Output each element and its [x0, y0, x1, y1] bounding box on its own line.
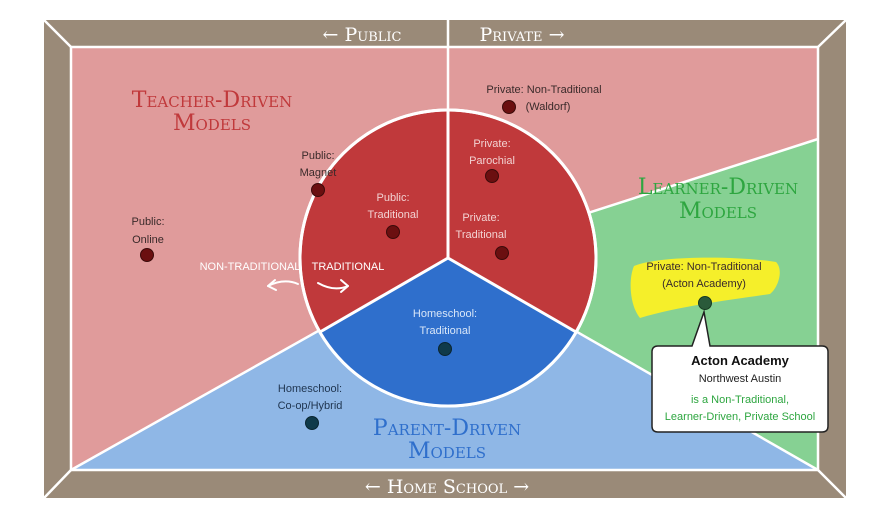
label-private-parochial-2: Parochial [469, 155, 515, 167]
tradition-labels: NON-TRADITIONAL TRADITIONAL [200, 261, 385, 273]
non-traditional-label: NON-TRADITIONAL [200, 261, 301, 273]
callout-note-2: Learner-Driven, Private School [665, 411, 815, 423]
tradition-arrows [267, 279, 349, 293]
callout-subtitle: Northwest Austin [699, 373, 782, 385]
arrow-left-head-icon [267, 279, 277, 291]
dots [140, 100, 712, 430]
label-private-traditional-1: Private: [462, 212, 499, 224]
callout-box [651, 309, 829, 433]
teacher-title-line2: Models [173, 111, 251, 136]
point-labels: Public: Online Public: Magnet Public: Tr… [131, 84, 761, 412]
acton-highlight [630, 257, 780, 318]
arrow-right-head-icon [340, 279, 349, 293]
dot-public-traditional [386, 225, 400, 239]
label-private-parochial-1: Private: [473, 138, 510, 150]
dot-homeschool-coop [305, 416, 319, 430]
acton-callout: Acton Academy Northwest Austin is a Non-… [651, 309, 829, 433]
label-homeschool-traditional-2: Traditional [420, 325, 471, 337]
label-public-online-2: Online [132, 234, 164, 246]
dot-private-traditional [495, 246, 509, 260]
learner-title-line2: Models [679, 199, 757, 224]
parent-title-line1: Parent-Driven [373, 416, 521, 441]
callout-note-1: is a Non-Traditional, [691, 394, 789, 406]
dot-public-online [140, 248, 154, 262]
label-private-waldorf-2: (Waldorf) [526, 101, 571, 113]
axis-public-label: ← Public [323, 24, 402, 46]
traditional-label: TRADITIONAL [312, 261, 385, 273]
dot-homeschool-traditional [438, 342, 452, 356]
label-public-traditional-2: Traditional [368, 209, 419, 221]
label-public-online-1: Public: [131, 216, 164, 228]
teacher-title-line1: Teacher-Driven [132, 88, 292, 113]
axis-private-label: Private → [479, 24, 564, 46]
central-circle [298, 108, 598, 408]
dot-private-acton [698, 296, 712, 310]
label-public-traditional-1: Public: [376, 192, 409, 204]
callout-title: Acton Academy [691, 353, 790, 368]
label-homeschool-coop-1: Homeschool: [278, 383, 342, 395]
dot-private-parochial [485, 169, 499, 183]
parent-title-line2: Models [408, 439, 486, 464]
axis-labels: ← Public Private → ← Home School → [323, 24, 565, 498]
divider-lines [43, 19, 847, 499]
axis-homeschool-label: ← Home School → [365, 476, 529, 498]
label-public-magnet-1: Public: [301, 150, 334, 162]
label-private-acton-1: Private: Non-Traditional [646, 261, 761, 273]
region-titles: Teacher-Driven Models Learner-Driven Mod… [132, 88, 798, 464]
label-private-acton-2: (Acton Academy) [662, 278, 746, 290]
dot-public-magnet [311, 183, 325, 197]
label-homeschool-traditional-1: Homeschool: [413, 308, 477, 320]
label-private-waldorf-1: Private: Non-Traditional [486, 84, 601, 96]
dot-private-waldorf [502, 100, 516, 114]
label-public-magnet-2: Magnet [300, 167, 337, 179]
label-private-traditional-2: Traditional [456, 229, 507, 241]
label-homeschool-coop-2: Co-op/Hybrid [278, 400, 343, 412]
learner-title-line1: Learner-Driven [638, 175, 798, 200]
